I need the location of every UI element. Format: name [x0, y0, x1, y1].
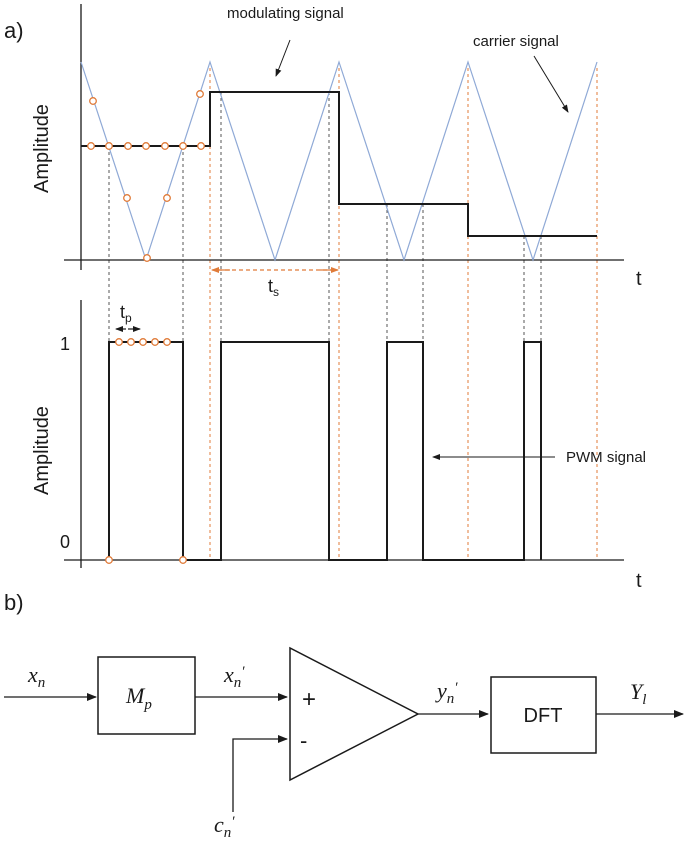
carrier-sample-3 [143, 254, 151, 262]
carrier-sample-2 [123, 194, 131, 202]
pwm-signal [108, 341, 542, 561]
input-label: xn [27, 662, 45, 691]
output-label: yn′ [435, 678, 458, 707]
tp-label: tp [120, 302, 132, 325]
level-zero-label: 0 [60, 532, 70, 552]
pwm-sample-end [179, 556, 187, 564]
mod-sample-6 [179, 142, 187, 150]
dft-label: DFT [524, 705, 563, 727]
mod-sample-5 [161, 142, 169, 150]
carrier-arrow [533, 55, 569, 113]
mp-block [97, 656, 196, 735]
final-output-label: Yl [630, 679, 646, 708]
modulating-signal-label: modulating signal [227, 5, 344, 22]
pwm-markers [105, 338, 187, 564]
pwm-signal-label: PWM signal [566, 449, 646, 466]
amplitude-label-top: Amplitude [31, 104, 53, 193]
comparator [289, 646, 420, 782]
minus-sign: - [300, 728, 307, 753]
sample-markers [87, 90, 205, 262]
panel-b-tag: b) [4, 590, 24, 615]
pwm-sample-4 [151, 338, 159, 346]
pwm-sample-1 [115, 338, 123, 346]
modulating-signal [81, 91, 597, 237]
carrier-signal-label: carrier signal [473, 33, 559, 50]
carrier-sample-4 [163, 194, 171, 202]
pwm-sample-start [105, 556, 113, 564]
mod-sample-4 [142, 142, 150, 150]
mod-sample-3 [124, 142, 132, 150]
mp-label: Mp [125, 683, 152, 713]
mod-sample-1 [87, 142, 95, 150]
panel-a-tag: a) [4, 18, 24, 43]
carrier-input-label: cn′ [214, 812, 235, 841]
t-label-bottom: t [636, 570, 642, 592]
mid-label: xn′ [223, 662, 245, 691]
pwm-sample-3 [139, 338, 147, 346]
dft-block [490, 676, 597, 754]
carrier-sample-1 [89, 97, 97, 105]
carrier-signal [80, 60, 598, 262]
mod-sample-2 [105, 142, 113, 150]
amplitude-label-bottom: Amplitude [31, 406, 53, 495]
crossing-guides [108, 92, 542, 560]
carrier-sample-5 [196, 90, 204, 98]
carrier-input-arrow [232, 735, 288, 812]
level-one-label: 1 [60, 334, 70, 354]
peak-guides [209, 68, 598, 560]
pwm-sample-5 [163, 338, 171, 346]
modulating-arrow [275, 39, 291, 77]
mod-sample-7 [197, 142, 205, 150]
pwm-sample-2 [127, 338, 135, 346]
plus-sign: + [302, 686, 316, 713]
ts-label: ts [268, 276, 279, 299]
t-label-top: t [636, 268, 642, 290]
